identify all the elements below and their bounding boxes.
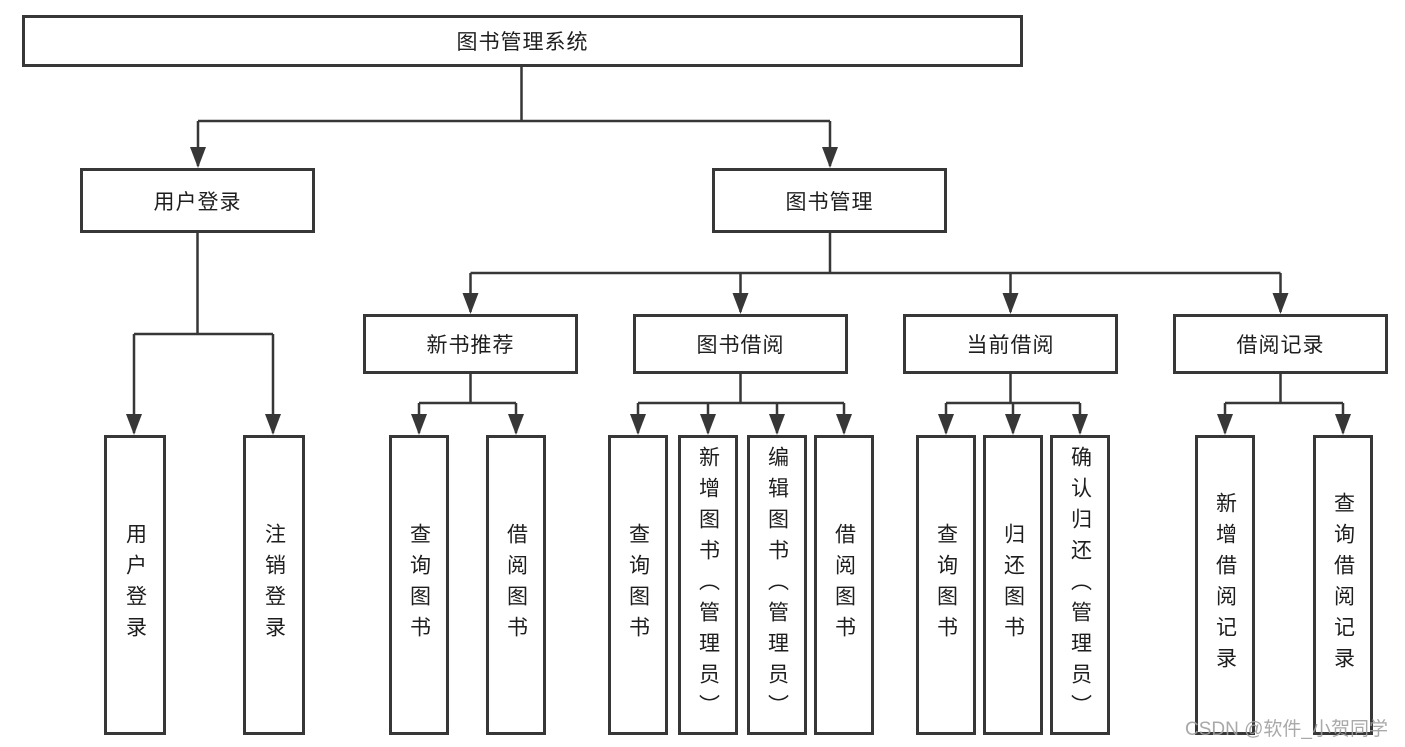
node-book-management: 图书管理: [712, 168, 947, 233]
leaf-logout: 注销登录: [243, 435, 305, 735]
arrow-head: [938, 414, 954, 435]
node-book-borrowing: 图书借阅: [633, 314, 848, 374]
arrow-head: [411, 414, 427, 435]
arrow-head: [190, 147, 206, 168]
arrow-head: [769, 414, 785, 435]
node-borrowing-records: 借阅记录: [1173, 314, 1388, 374]
leaf-borrow-books: 借阅图书: [814, 435, 874, 735]
arrow-head: [630, 414, 646, 435]
arrow-head: [1002, 293, 1019, 314]
arrow-head: [836, 414, 852, 435]
arrow-head: [1217, 414, 1233, 435]
node-new-book-recommend: 新书推荐: [363, 314, 578, 374]
arrow-head: [462, 293, 479, 314]
leaf-query-books-recommend: 查询图书: [389, 435, 449, 735]
leaf-query-books-current: 查询图书: [916, 435, 976, 735]
arrow-head: [265, 414, 281, 435]
arrow-head: [700, 414, 716, 435]
arrow-head: [1272, 293, 1289, 314]
arrow-head: [822, 147, 838, 168]
arrow-head: [1005, 414, 1021, 435]
arrow-head: [1072, 414, 1088, 435]
csdn-watermark: CSDN @软件_小贺同学: [1185, 719, 1388, 740]
arrow-head: [1335, 414, 1351, 435]
node-user-login: 用户登录: [80, 168, 315, 233]
leaf-user-login: 用户登录: [104, 435, 166, 735]
node-library-management-system: 图书管理系统: [22, 15, 1023, 67]
leaf-edit-books-admin: 编辑图书（管理员）: [747, 435, 807, 735]
arrow-head: [732, 293, 749, 314]
leaf-confirm-return-admin: 确认归还（管理员）: [1050, 435, 1110, 735]
leaf-query-borrow-record: 查询借阅记录: [1313, 435, 1373, 735]
leaf-return-books: 归还图书: [983, 435, 1043, 735]
arrow-head: [508, 414, 524, 435]
arrow-head: [126, 414, 142, 435]
leaf-query-books-borrowing: 查询图书: [608, 435, 668, 735]
connector-path: [132, 67, 1345, 433]
node-current-borrowing: 当前借阅: [903, 314, 1118, 374]
leaf-add-borrow-record: 新增借阅记录: [1195, 435, 1255, 735]
leaf-add-books-admin: 新增图书（管理员）: [678, 435, 738, 735]
leaf-borrow-books-recommend: 借阅图书: [486, 435, 546, 735]
